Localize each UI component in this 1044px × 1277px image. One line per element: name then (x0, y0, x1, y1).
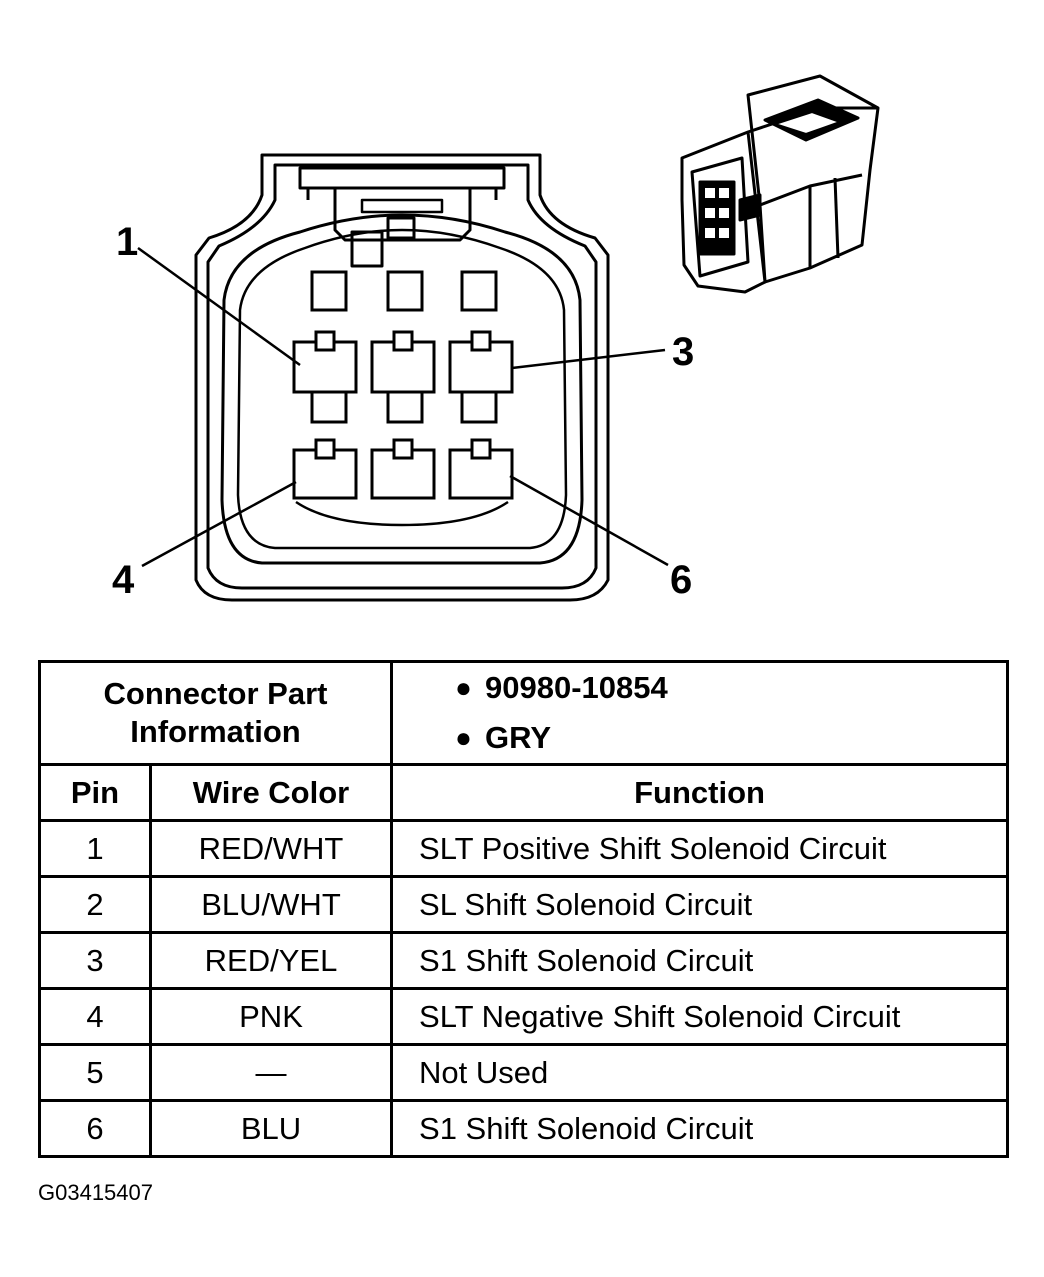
connector-color-item: ● GRY (393, 713, 1006, 763)
connector-3d-illustration (680, 74, 880, 294)
callout-6: 6 (670, 558, 692, 602)
function-cell: SLT Positive Shift Solenoid Circuit (390, 819, 1010, 878)
pin-cell: 4 (38, 987, 152, 1046)
wire-color-cell: RED/YEL (148, 931, 394, 990)
bullet-icon: ● (455, 672, 472, 703)
function-cell: S1 Shift Solenoid Circuit (390, 931, 1010, 990)
bullet-icon: ● (455, 722, 472, 753)
col-header-function: Function (390, 763, 1010, 822)
connector-info-table: Connector Part Information ● 90980-10854… (37, 660, 1010, 1158)
wire-color-cell: — (148, 1043, 394, 1102)
column-header-row: Pin Wire Color Function (38, 763, 1010, 822)
table-row: 3 RED/YEL S1 Shift Solenoid Circuit (38, 931, 1010, 990)
pin-cell: 5 (38, 1043, 152, 1102)
connector-part-label-line2: Information (130, 714, 301, 749)
connector-diagram: 1 3 4 6 (112, 74, 880, 602)
table-row: 1 RED/WHT SLT Positive Shift Solenoid Ci… (38, 819, 1010, 878)
pin-cavities (292, 270, 514, 500)
table-row: 2 BLU/WHT SL Shift Solenoid Circuit (38, 875, 1010, 934)
connector-color: GRY (485, 720, 552, 755)
connector-part-label: Connector Part Information (37, 660, 394, 766)
function-cell: S1 Shift Solenoid Circuit (390, 1099, 1010, 1158)
table-row: 5 — Not Used (38, 1043, 1010, 1102)
part-number-item: ● 90980-10854 (393, 663, 1006, 713)
callout-1: 1 (116, 220, 138, 264)
pin-cell: 6 (38, 1099, 152, 1158)
connector-part-row: Connector Part Information ● 90980-10854… (37, 660, 1010, 766)
table-row: 6 BLU S1 Shift Solenoid Circuit (38, 1099, 1010, 1158)
col-header-pin: Pin (38, 763, 152, 822)
wire-color-cell: BLU (148, 1099, 394, 1158)
function-cell: SLT Negative Shift Solenoid Circuit (390, 987, 1010, 1046)
connector-face-outline (194, 153, 610, 602)
function-cell: Not Used (390, 1043, 1010, 1102)
figure-code: G03415407 (38, 1180, 153, 1205)
pin-cell: 2 (38, 875, 152, 934)
connector-part-label-line1: Connector Part (103, 676, 328, 711)
callout-4: 4 (112, 558, 135, 602)
wire-color-cell: PNK (148, 987, 394, 1046)
pin-cell: 1 (38, 819, 152, 878)
callout-lines (137, 246, 669, 568)
part-number: 90980-10854 (485, 670, 668, 705)
wire-color-cell: BLU/WHT (148, 875, 394, 934)
wire-color-cell: RED/WHT (148, 819, 394, 878)
connector-part-values: ● 90980-10854 ● GRY (390, 660, 1010, 766)
function-cell: SL Shift Solenoid Circuit (390, 875, 1010, 934)
table-row: 4 PNK SLT Negative Shift Solenoid Circui… (38, 987, 1010, 1046)
callout-3: 3 (672, 330, 694, 374)
pin-cell: 3 (38, 931, 152, 990)
col-header-wire-color: Wire Color (148, 763, 394, 822)
